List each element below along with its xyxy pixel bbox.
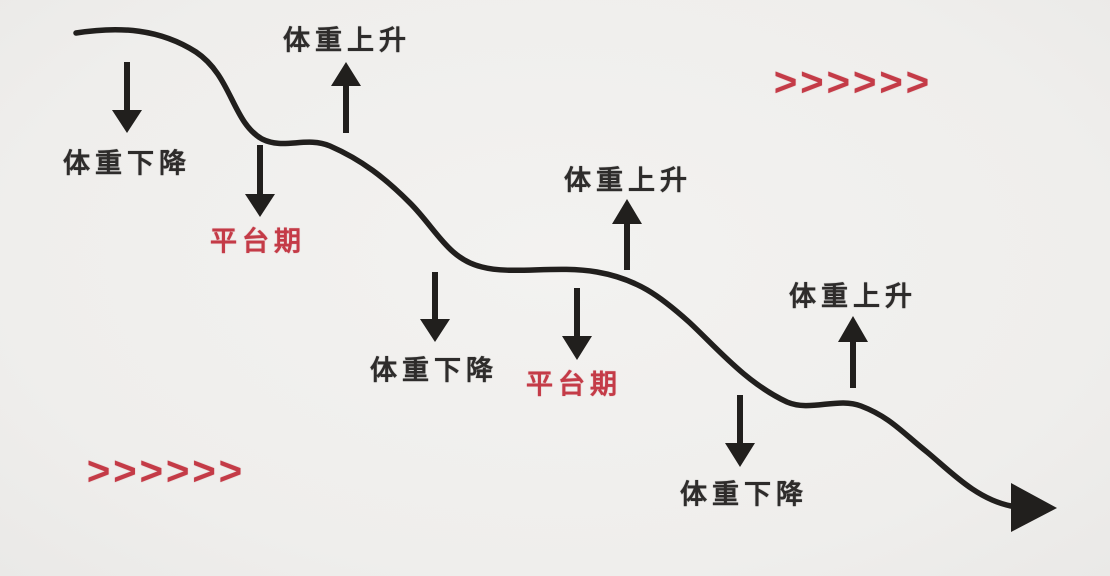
down-arrow-icon: [420, 272, 450, 342]
label-weight-down-3: 体重下降: [680, 479, 808, 510]
down-arrow-icon: [562, 288, 592, 360]
down-arrow-icon: [245, 145, 275, 217]
up-arrow-icon: [612, 199, 642, 270]
down-arrow-icon: [112, 62, 142, 133]
label-weight-down-2: 体重下降: [370, 355, 498, 386]
chevrons-right-icon: >>>>>>: [773, 60, 933, 105]
up-arrow-icon: [331, 62, 361, 133]
label-weight-down-1: 体重下降: [63, 148, 191, 179]
label-weight-up-2: 体重上升: [564, 165, 692, 196]
up-arrow-icon: [838, 316, 868, 388]
label-weight-up-3: 体重上升: [789, 281, 917, 312]
label-plateau-2: 平台期: [526, 369, 622, 400]
label-plateau-1: 平台期: [210, 226, 306, 257]
label-weight-up-1: 体重上升: [283, 25, 411, 56]
chevrons-right-icon: >>>>>>: [86, 449, 246, 494]
weight-trend-curve: [73, 26, 1014, 509]
curve-arrowhead-icon: [1011, 483, 1057, 532]
down-arrow-icon: [725, 395, 755, 467]
